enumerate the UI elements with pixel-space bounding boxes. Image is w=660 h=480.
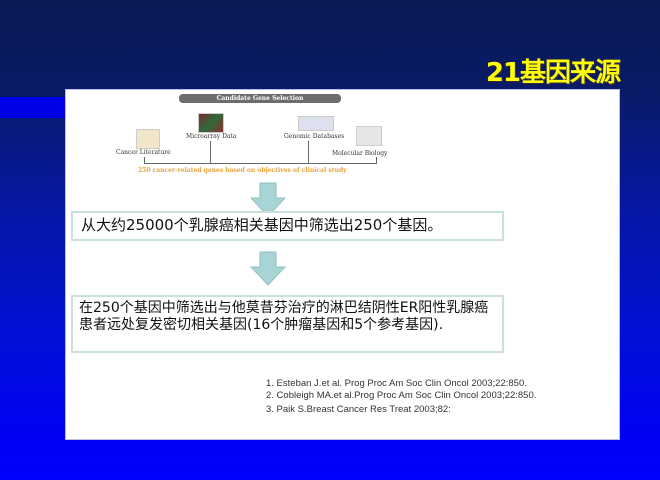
connector-line bbox=[210, 141, 211, 163]
connector-line bbox=[144, 163, 377, 164]
reference-item: 1. Esteban J.et al. Prog Proc Am Soc Cli… bbox=[266, 378, 527, 389]
down-arrow-icon bbox=[250, 182, 286, 217]
step1-box: 从大约25000个乳腺癌相关基因中筛选出250个基因。 bbox=[71, 211, 504, 241]
references: 1. Esteban J.et al. Prog Proc Am Soc Cli… bbox=[266, 378, 536, 416]
microarray-thumbnail bbox=[198, 113, 224, 133]
figure-header: Candidate Gene Selection bbox=[179, 94, 341, 103]
slide-title: 21基因来源 bbox=[485, 58, 621, 88]
source-label: Cancer Literature bbox=[116, 149, 171, 156]
connector-line bbox=[144, 157, 145, 163]
content-panel: Candidate Gene Selection Cancer Literatu… bbox=[65, 89, 620, 440]
molecular-thumbnail bbox=[356, 126, 382, 146]
connector-line bbox=[376, 157, 377, 163]
accent-band bbox=[0, 97, 66, 118]
step2-box: 在250个基因中筛选出与他莫昔芬治疗的淋巴结阴性ER阳性乳腺癌患者远处复发密切相… bbox=[71, 295, 504, 353]
source-label: Genomic Databases bbox=[284, 133, 345, 140]
source-label: Molecular Biology bbox=[332, 150, 388, 157]
down-arrow-icon bbox=[250, 251, 286, 286]
database-thumbnail bbox=[298, 116, 334, 131]
figure-result: 250 cancer-related genes based on object… bbox=[138, 167, 347, 174]
candidate-gene-figure: Candidate Gene Selection Cancer Literatu… bbox=[106, 93, 446, 178]
source-label: Microarray Data bbox=[186, 133, 237, 140]
literature-thumbnail bbox=[136, 129, 160, 149]
connector-line bbox=[308, 141, 309, 163]
reference-item: 2. Cobleigh MA.et al.Prog Proc Am Soc Cl… bbox=[266, 390, 537, 401]
reference-item: 3. Paik S.Breast Cancer Res Treat 2003;8… bbox=[266, 404, 451, 415]
